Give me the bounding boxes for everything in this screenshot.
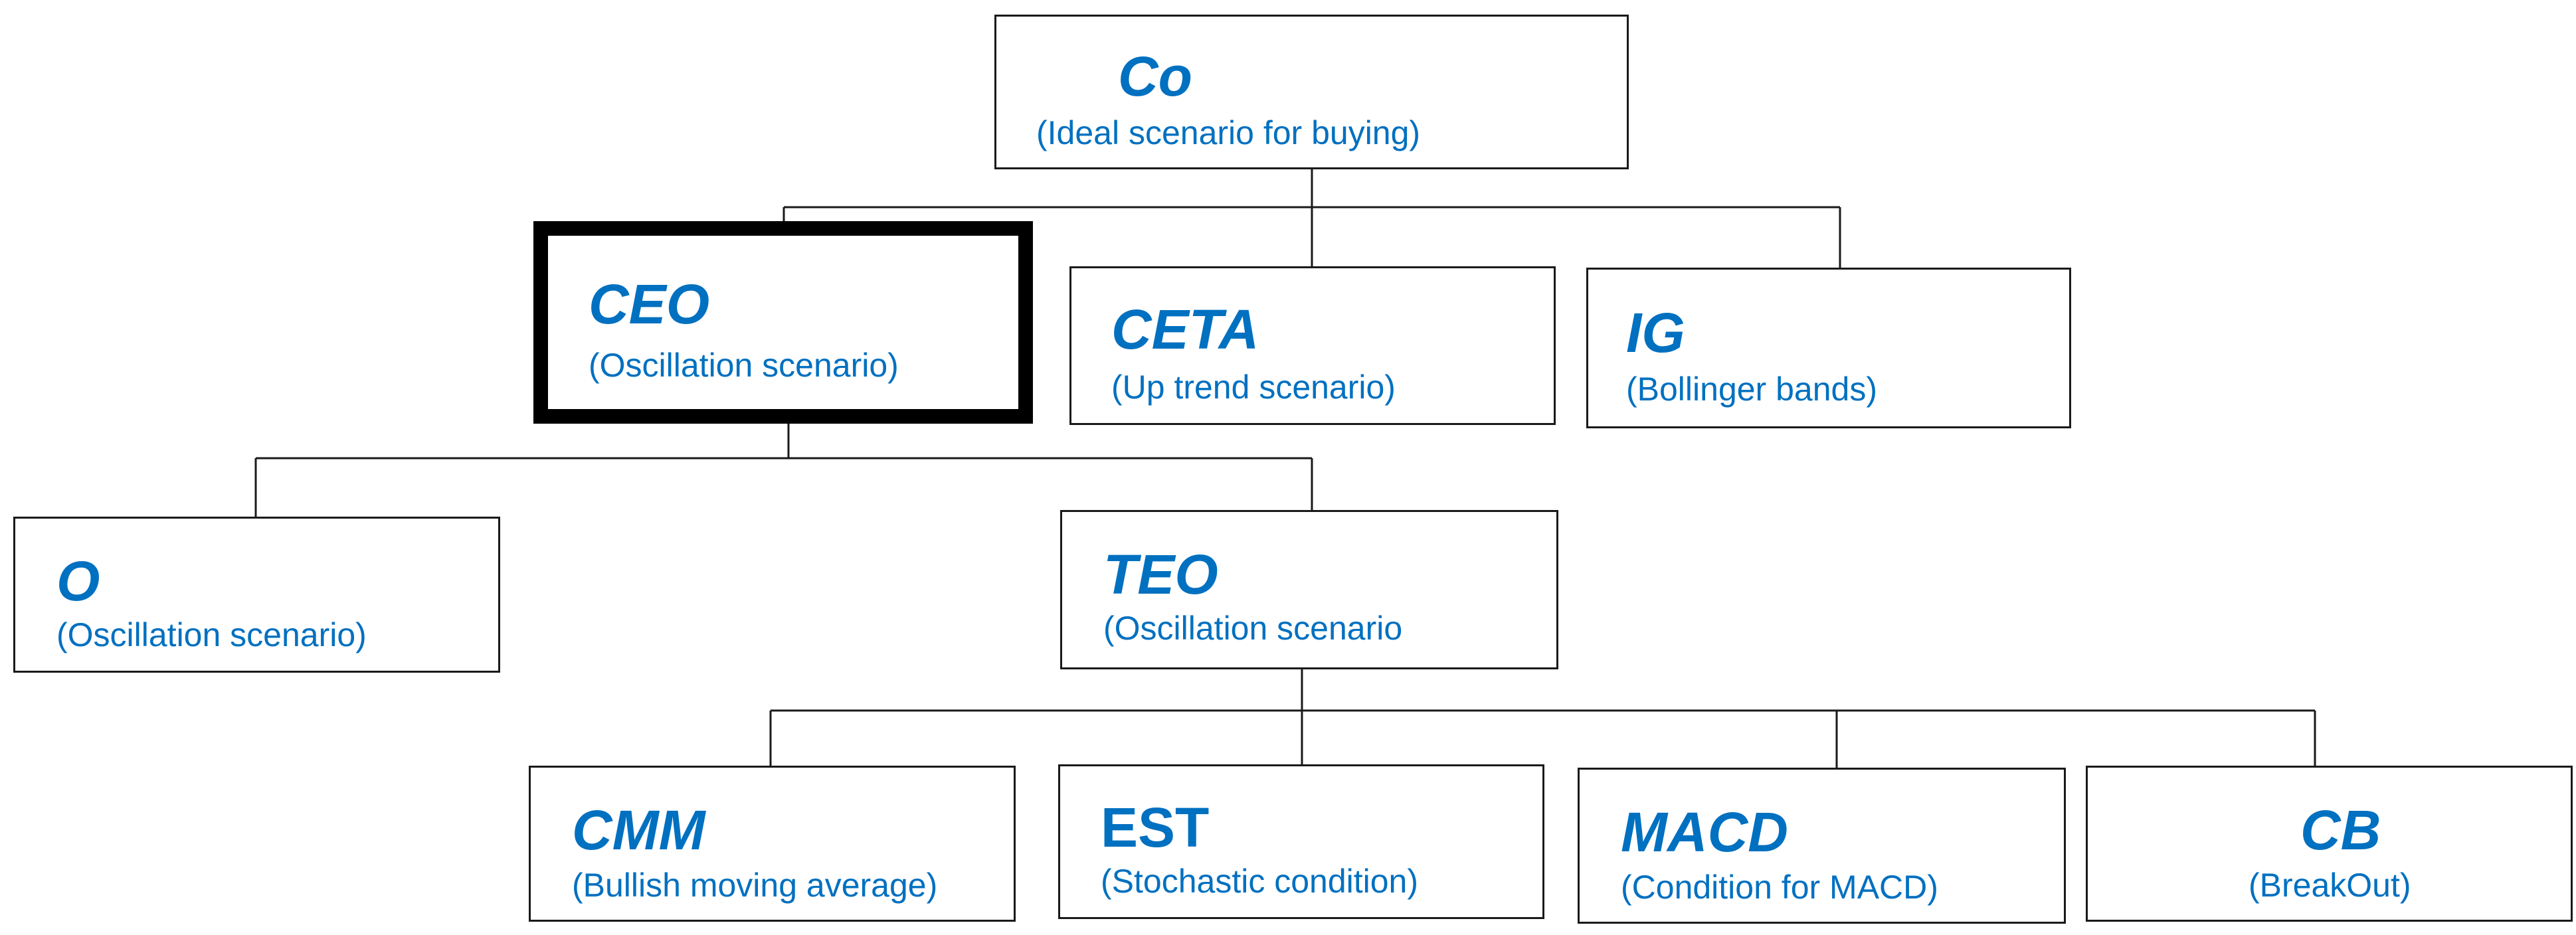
node-macd-subtitle: (Condition for MACD) (1621, 869, 1938, 906)
node-est-subtitle: (Stochastic condition) (1101, 863, 1419, 900)
node-ig[interactable]: IG (Bollinger bands) (1586, 268, 2071, 428)
node-cmm[interactable]: CMM (Bullish moving average) (529, 766, 1016, 922)
node-teo-title: TEO (1103, 543, 1218, 606)
node-cmm-title: CMM (572, 799, 705, 861)
node-est[interactable]: EST (Stochastic condition) (1058, 764, 1544, 919)
node-o[interactable]: O (Oscillation scenario) (13, 517, 500, 673)
node-o-subtitle: (Oscillation scenario) (56, 616, 367, 653)
node-ceta-title: CETA (1111, 298, 1259, 361)
node-macd[interactable]: MACD (Condition for MACD) (1578, 768, 2066, 924)
node-teo-subtitle: (Oscillation scenario (1103, 610, 1403, 647)
node-ceo-subtitle: (Oscillation scenario) (589, 347, 899, 384)
node-teo[interactable]: TEO (Oscillation scenario (1060, 510, 1558, 669)
node-cb[interactable]: CB (BreakOut) (2086, 766, 2573, 922)
node-o-title: O (56, 550, 100, 612)
node-macd-title: MACD (1621, 801, 1788, 863)
node-cmm-subtitle: (Bullish moving average) (572, 867, 938, 904)
node-ceta-subtitle: (Up trend scenario) (1111, 369, 1396, 406)
node-ceta[interactable]: CETA (Up trend scenario) (1069, 266, 1556, 425)
node-est-title: EST (1101, 796, 1210, 859)
node-ceo-title: CEO (589, 273, 710, 335)
node-cb-subtitle: (BreakOut) (2249, 867, 2411, 904)
node-co-title: Co (1118, 45, 1192, 108)
node-ig-subtitle: (Bollinger bands) (1626, 371, 1877, 408)
node-ceo[interactable]: CEO (Oscillation scenario) (533, 221, 1033, 424)
node-co-subtitle: (Ideal scenario for buying) (1036, 114, 1421, 151)
node-cb-title: CB (2300, 799, 2381, 861)
node-ig-title: IG (1626, 301, 1685, 364)
node-co[interactable]: Co (Ideal scenario for buying) (994, 15, 1629, 169)
